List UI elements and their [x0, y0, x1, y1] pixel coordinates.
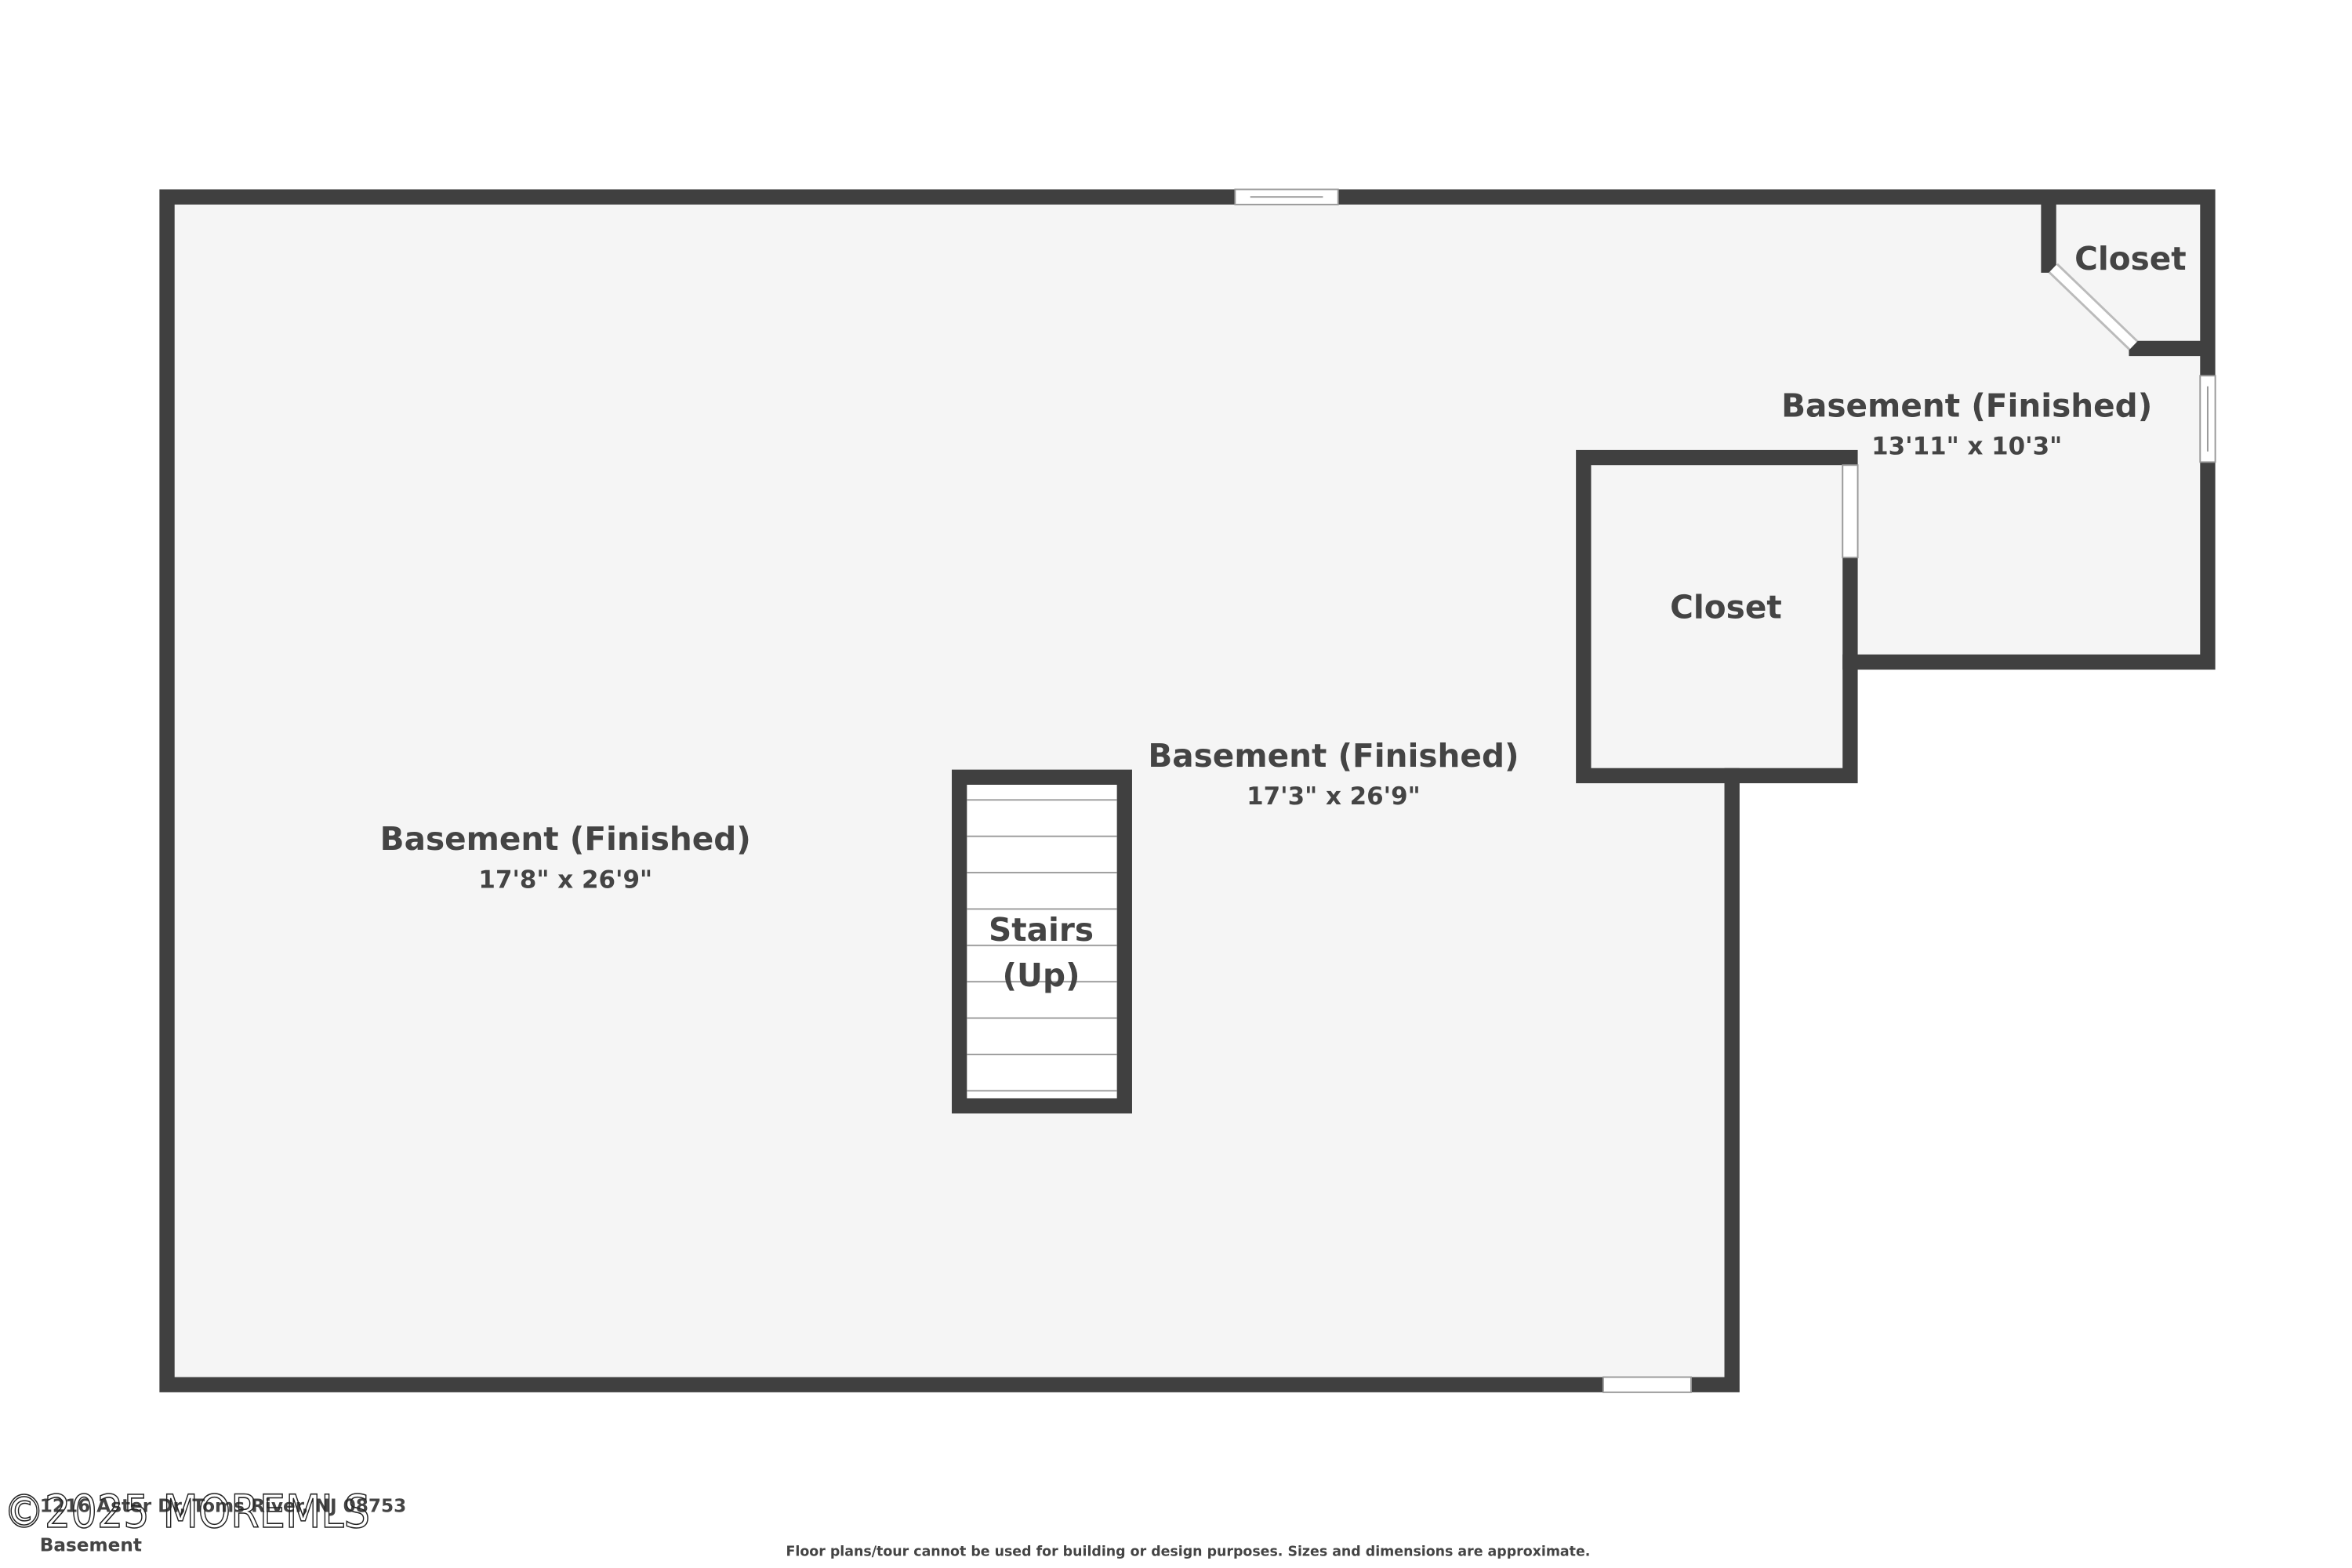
room-label: Basement (Finished): [1148, 737, 1519, 775]
stairs: [952, 769, 1132, 1114]
address: 1216 Aster Dr, Toms River, NJ 08753: [40, 1496, 407, 1517]
floor-name: Basement: [40, 1535, 142, 1556]
closet-doorway: [1842, 464, 1859, 559]
exterior-doorway: [1602, 1376, 1692, 1393]
closet-label: Closet: [2074, 240, 2187, 278]
outer-wall: [159, 189, 2216, 1392]
stairs-label: (Up): [1002, 956, 1080, 994]
closet-label: Closet: [1670, 588, 1782, 626]
watermark: ©2025 MOREMLS: [3, 1485, 370, 1538]
closet-walls: [1576, 449, 1858, 784]
room-dimensions: 13'11" x 10'3": [1871, 433, 2062, 461]
disclaimer: Floor plans/tour cannot be used for buil…: [786, 1544, 1591, 1560]
floor-area: [167, 197, 2208, 1385]
stairs-label: Stairs: [989, 911, 1094, 949]
room-dimensions: 17'8" x 26'9": [478, 866, 652, 894]
room-dimensions: 17'3" x 26'9": [1247, 782, 1421, 811]
room-label: Basement (Finished): [380, 820, 751, 858]
room-label: Basement (Finished): [1781, 387, 2152, 424]
